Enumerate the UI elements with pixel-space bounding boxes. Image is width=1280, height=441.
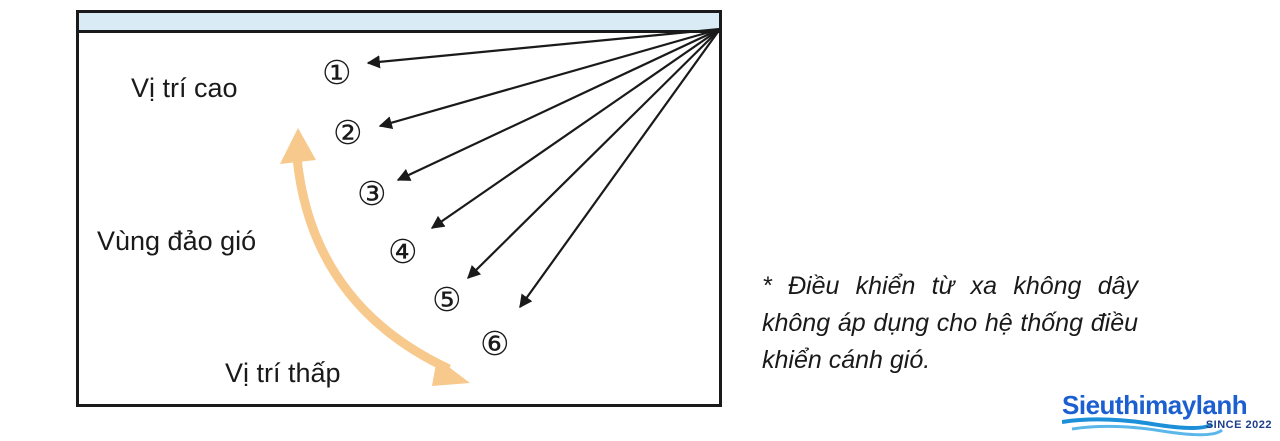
label-low-position: Vị trí thấp <box>225 358 341 388</box>
label-swing-zone: Vùng đảo gió <box>97 226 257 256</box>
remote-control-note: * Điều khiển từ xa không dây không áp dụ… <box>762 272 1138 374</box>
label-high-position: Vị trí cao <box>131 73 238 103</box>
airflow-arrow-4 <box>430 28 721 229</box>
position-1-marker: ① <box>322 53 352 92</box>
airflow-arrow-2 <box>378 27 721 130</box>
airflow-arrow-6 <box>519 28 721 309</box>
airflow-arrow-1 <box>366 27 721 69</box>
position-6-marker: ⑥ <box>480 324 510 363</box>
position-4-marker: ④ <box>388 232 418 271</box>
logo-wordmark: Sieuthimaylanh <box>1062 390 1248 420</box>
position-5-marker: ⑤ <box>432 280 462 319</box>
ceiling-strip <box>79 13 719 33</box>
logo-since-text: SINCE 2022 <box>1205 419 1272 431</box>
brand-logo: Sieuthimaylanh SINCE 2022 <box>1062 388 1274 438</box>
position-3-marker: ③ <box>357 174 387 213</box>
logo-wave-icon <box>1062 417 1224 437</box>
swing-range-arrow <box>292 157 451 374</box>
airflow-arrow-3 <box>396 28 721 181</box>
swing-arrowhead-bottom <box>432 358 470 386</box>
airflow-arrow-5 <box>467 28 721 279</box>
swing-arrowhead-top <box>280 128 316 164</box>
position-2-marker: ② <box>333 113 363 152</box>
